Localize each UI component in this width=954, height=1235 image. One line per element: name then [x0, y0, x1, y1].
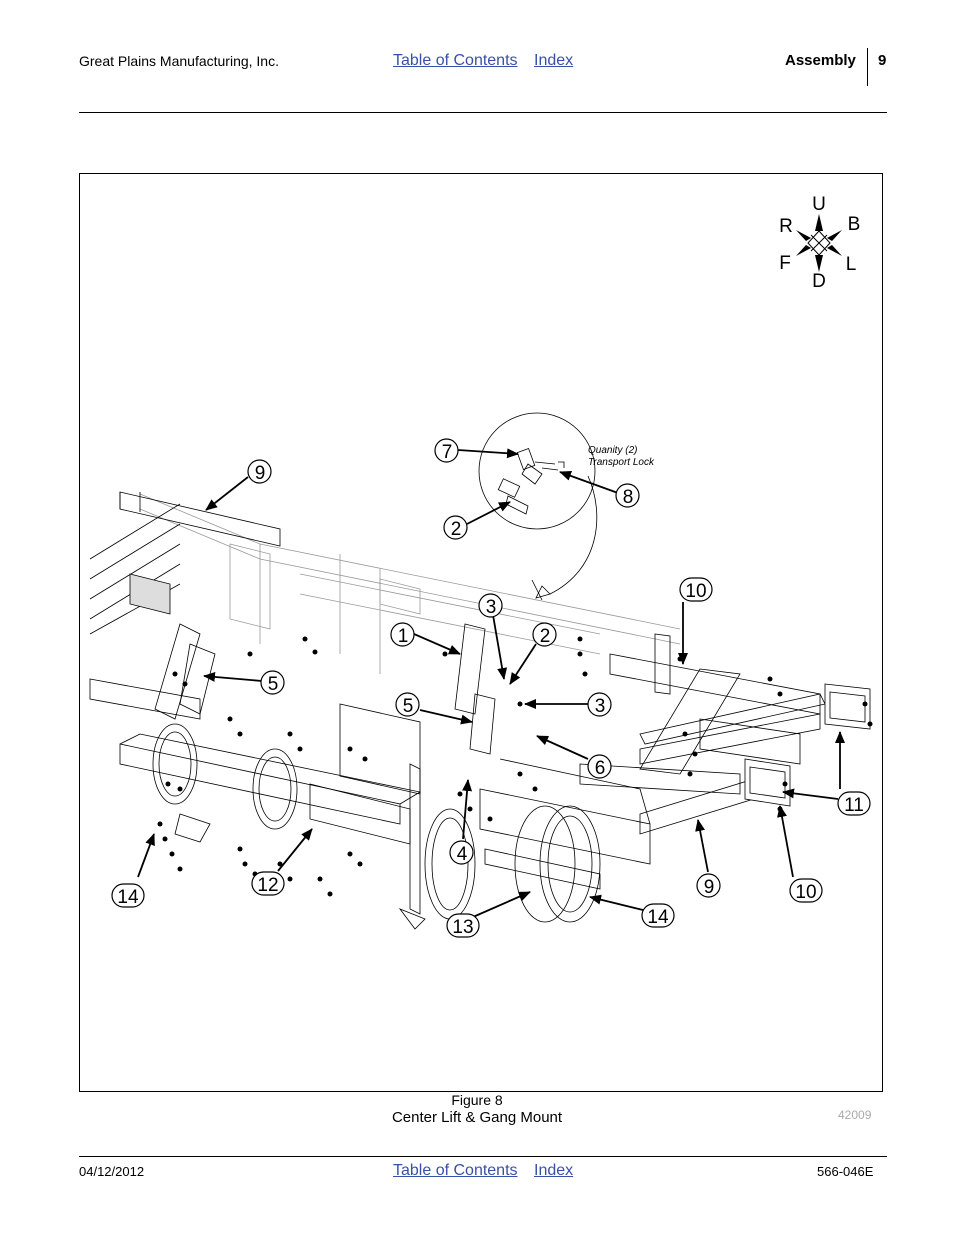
header-separator	[867, 48, 868, 86]
callout-badge	[679, 577, 713, 602]
compass-rose: U D R B F L	[779, 194, 860, 292]
callout-badge	[478, 593, 503, 618]
inset-note-quantity: Quanity (2)	[588, 445, 637, 456]
compass-up-label: U	[812, 194, 826, 215]
implement-frame	[89, 491, 871, 930]
callout-badge	[789, 878, 823, 903]
drawing-number: 42009	[838, 1108, 872, 1122]
callout-leaders	[137, 448, 845, 918]
callout-badge	[587, 754, 612, 779]
hardware-bolts	[157, 636, 873, 897]
header-rule	[79, 112, 887, 113]
callout-7: 7	[442, 442, 453, 463]
callout-4: 4	[457, 844, 468, 865]
footer-table-of-contents-link[interactable]: Table of Contents	[393, 1162, 518, 1179]
callout-badge	[251, 871, 285, 896]
callout-badge	[260, 670, 285, 695]
footer-index-link[interactable]: Index	[534, 1162, 574, 1179]
document-number: 566-046E	[817, 1164, 874, 1179]
figure-frame	[79, 173, 883, 1092]
figure-caption: Center Lift & Gang Mount	[391, 1109, 563, 1126]
callout-badge	[443, 515, 468, 540]
callout-badge	[837, 791, 871, 816]
callout-14-right: 14	[647, 907, 669, 928]
callout-badge	[395, 692, 420, 717]
compass-front-label: F	[779, 253, 791, 274]
footer-rule	[79, 1156, 887, 1157]
callout-badge	[247, 459, 272, 484]
callout-3-upper: 3	[486, 597, 497, 618]
callout-badge	[587, 692, 612, 717]
callout-9-top: 9	[255, 463, 266, 484]
callout-5-center: 5	[403, 696, 414, 717]
callout-badge	[111, 883, 145, 908]
callout-10-bottom: 10	[795, 882, 816, 903]
callout-badge	[532, 622, 557, 647]
header-table-of-contents-link[interactable]: Table of Contents	[393, 52, 518, 69]
inset-note-transport-lock: Transport Lock	[588, 457, 655, 468]
callout-badge	[434, 438, 459, 463]
figure-number: Figure 8	[451, 1092, 503, 1108]
footer-date: 04/12/2012	[79, 1164, 145, 1179]
callout-1: 1	[398, 626, 409, 647]
callout-5-left: 5	[268, 674, 279, 695]
callout-10-top: 10	[685, 581, 706, 602]
callout-9-bottom: 9	[704, 877, 715, 898]
callout-labels: 9 7 8 2 10 3 1 2 5 5 3 6 11 4 14 12 9	[111, 438, 871, 938]
callout-badge	[390, 622, 415, 647]
compass-down-label: D	[812, 271, 826, 292]
page-number: 9	[878, 52, 887, 69]
callout-badge	[615, 483, 640, 508]
assembly-drawing: U D R B F L Quanity (2) Transport Lock	[89, 194, 873, 938]
callout-2-inset: 2	[451, 519, 462, 540]
callout-badge	[696, 873, 721, 898]
callout-13: 13	[452, 917, 473, 938]
detail-inset: Quanity (2) Transport Lock	[478, 412, 655, 601]
callout-6: 6	[595, 758, 606, 779]
callout-badge	[449, 840, 474, 865]
callout-12: 12	[257, 875, 278, 896]
callout-badge	[446, 913, 480, 938]
callout-2-frame: 2	[540, 626, 551, 647]
callout-3-lower: 3	[595, 696, 606, 717]
callout-11: 11	[844, 795, 864, 816]
callout-14-left: 14	[117, 887, 139, 908]
compass-back-label: B	[848, 214, 861, 235]
callout-badge	[641, 903, 675, 928]
compass-left-label: L	[846, 254, 857, 275]
company-name: Great Plains Manufacturing, Inc.	[79, 53, 279, 69]
section-title: Assembly	[785, 52, 856, 69]
compass-right-label: R	[779, 216, 793, 237]
callout-8: 8	[623, 487, 634, 508]
header-index-link[interactable]: Index	[534, 52, 574, 69]
